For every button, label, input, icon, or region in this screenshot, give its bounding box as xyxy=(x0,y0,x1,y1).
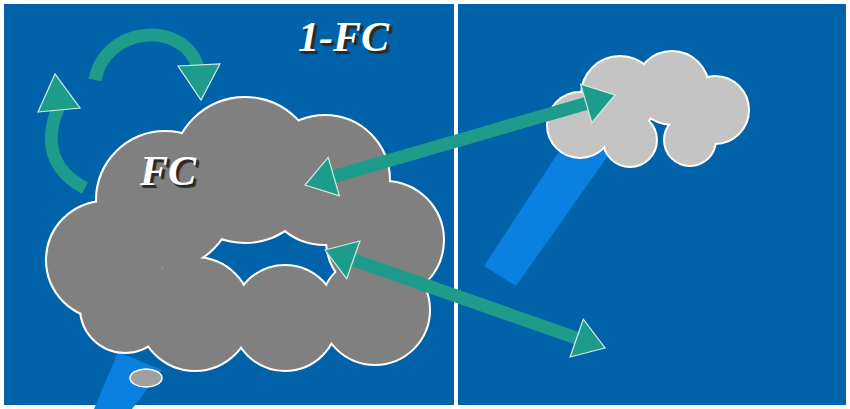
cloud-outline xyxy=(45,90,450,372)
clear-fraction-label: 1-FC xyxy=(298,14,389,60)
rain-shaft xyxy=(484,150,612,286)
cloud-fraction-label: FC xyxy=(140,148,196,194)
mixing-arrow xyxy=(51,108,85,188)
arrowhead xyxy=(570,319,605,357)
rain-shaft xyxy=(94,352,162,409)
grid-cell: 1-FC FC xyxy=(4,4,454,405)
exchange-arrow xyxy=(334,103,586,176)
arrowhead xyxy=(305,157,339,195)
cloud-shape: FC xyxy=(45,90,450,372)
arrowhead xyxy=(581,84,615,122)
rain-drop-cloud xyxy=(130,369,162,387)
cell-divider xyxy=(454,0,458,409)
arrowhead xyxy=(325,241,360,279)
arrowhead xyxy=(178,64,220,100)
arrowhead xyxy=(38,74,80,112)
exchange-arrow xyxy=(353,260,576,338)
